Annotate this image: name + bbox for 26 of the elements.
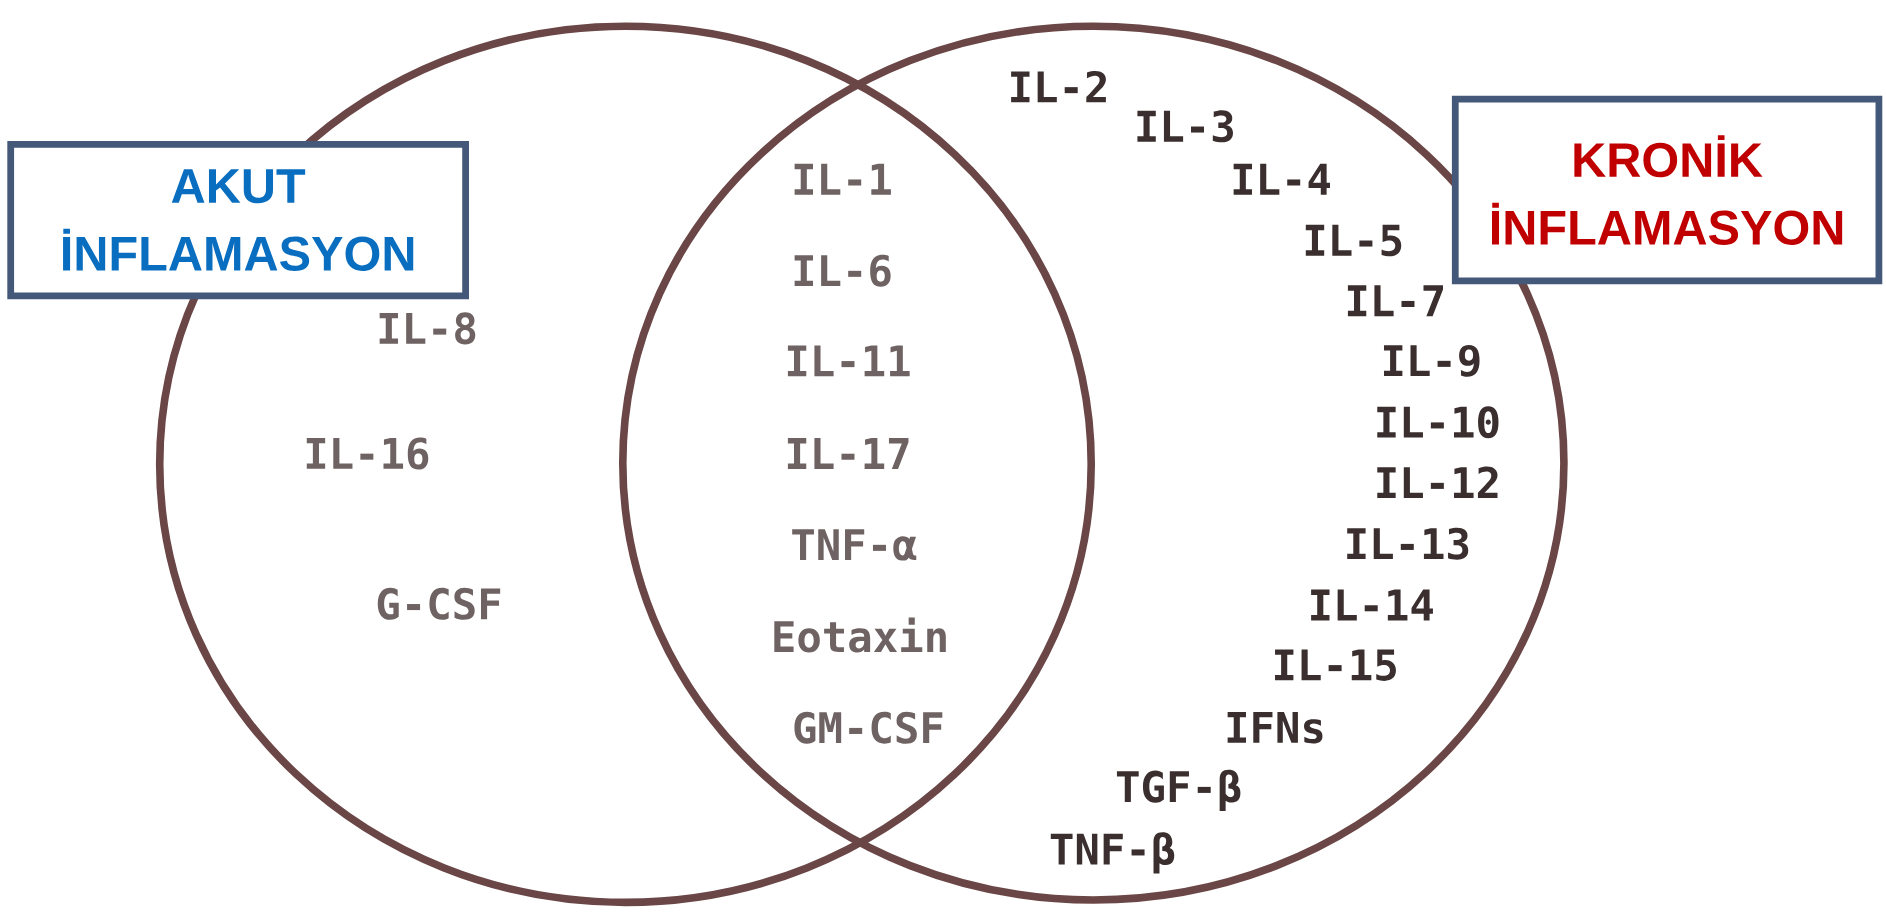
title-box: AKUT İNFLAMASYON	[7, 140, 469, 300]
cytokine-label: IL-1	[794, 163, 891, 195]
cytokine-label: IL-3	[1137, 110, 1233, 143]
cytokine-label: IL-13	[1347, 527, 1469, 560]
cytokine-label: IL-6	[794, 254, 891, 287]
cytokine-label: IL-7	[1347, 285, 1443, 317]
cytokine-label: IL-8	[379, 312, 476, 345]
title-box: KRONİK İNFLAMASYON	[1451, 95, 1883, 285]
cytokine-label: IL-9	[1384, 344, 1480, 377]
cytokine-label: IL-4	[1233, 163, 1330, 195]
cytokine-label: TNF-β	[1050, 832, 1175, 874]
cytokine-label: IL-14	[1311, 589, 1433, 621]
cytokine-label: IL-16	[306, 437, 429, 470]
cytokine-label: TGF-β	[1116, 769, 1241, 811]
cytokine-label: IL-10	[1377, 406, 1499, 439]
cytokine-label: IL-15	[1275, 649, 1396, 681]
cytokine-label: IL-12	[1377, 466, 1498, 499]
cytokine-label: TNF-α	[792, 529, 917, 561]
cytokine-label: IL-5	[1305, 224, 1402, 257]
cytokine-label: IL-11	[787, 345, 910, 377]
cytokine-label: IL-2	[1011, 70, 1106, 103]
cytokine-label: G-CSF	[377, 587, 501, 620]
cytokine-label: IFNs	[1227, 712, 1323, 744]
cytokine-label: IL-17	[787, 438, 909, 469]
cytokine-label: Eotaxin	[774, 617, 946, 653]
cytokine-label: GM-CSF	[794, 711, 943, 744]
